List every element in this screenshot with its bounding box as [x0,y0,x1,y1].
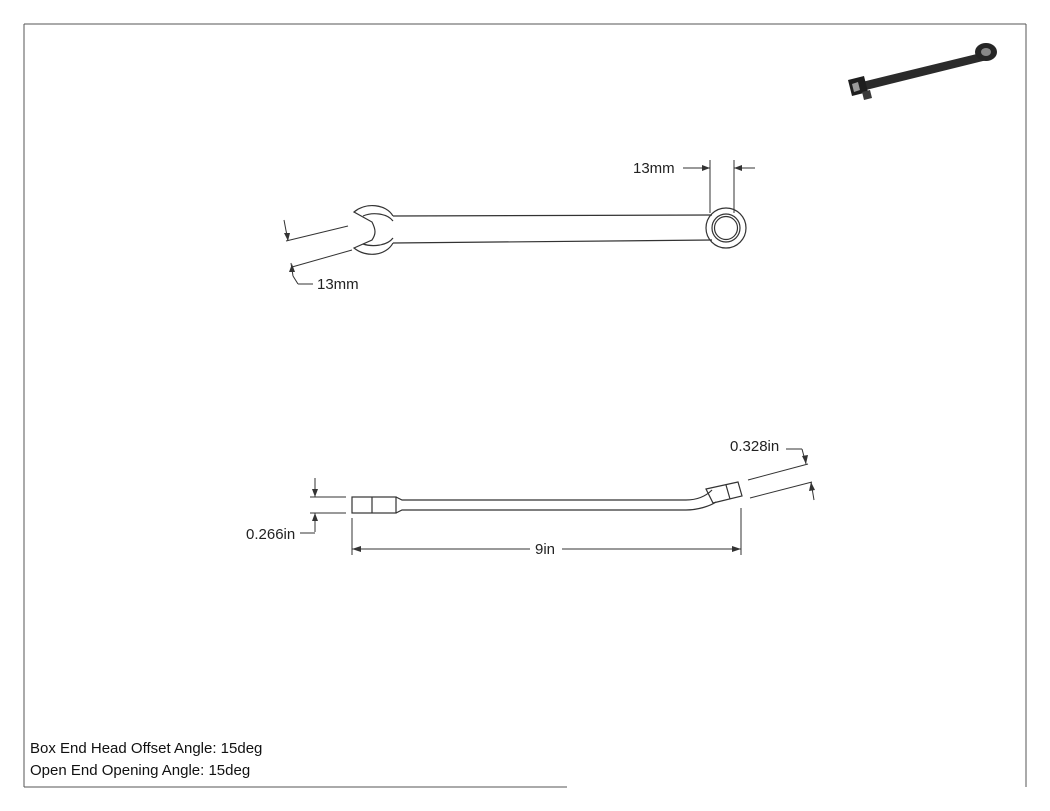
side-dimensions [300,448,815,555]
open-end-thickness-label: 0.266in [246,526,295,543]
overall-length-label: 9in [535,541,555,558]
box-end-size-label: 13mm [633,160,675,177]
top-dimensions [283,160,755,285]
isometric-wrench-thumbnail [848,43,997,100]
wrench-side-view [351,481,743,514]
box-end-offset-note: Box End Head Offset Angle: 15deg [30,740,263,757]
wrench-top-view [352,205,747,255]
open-end-size-label: 13mm [317,276,359,293]
open-end-angle-note: Open End Opening Angle: 15deg [30,762,251,779]
box-end-thickness-label: 0.328in [730,438,779,455]
sheet-border [23,23,1027,788]
